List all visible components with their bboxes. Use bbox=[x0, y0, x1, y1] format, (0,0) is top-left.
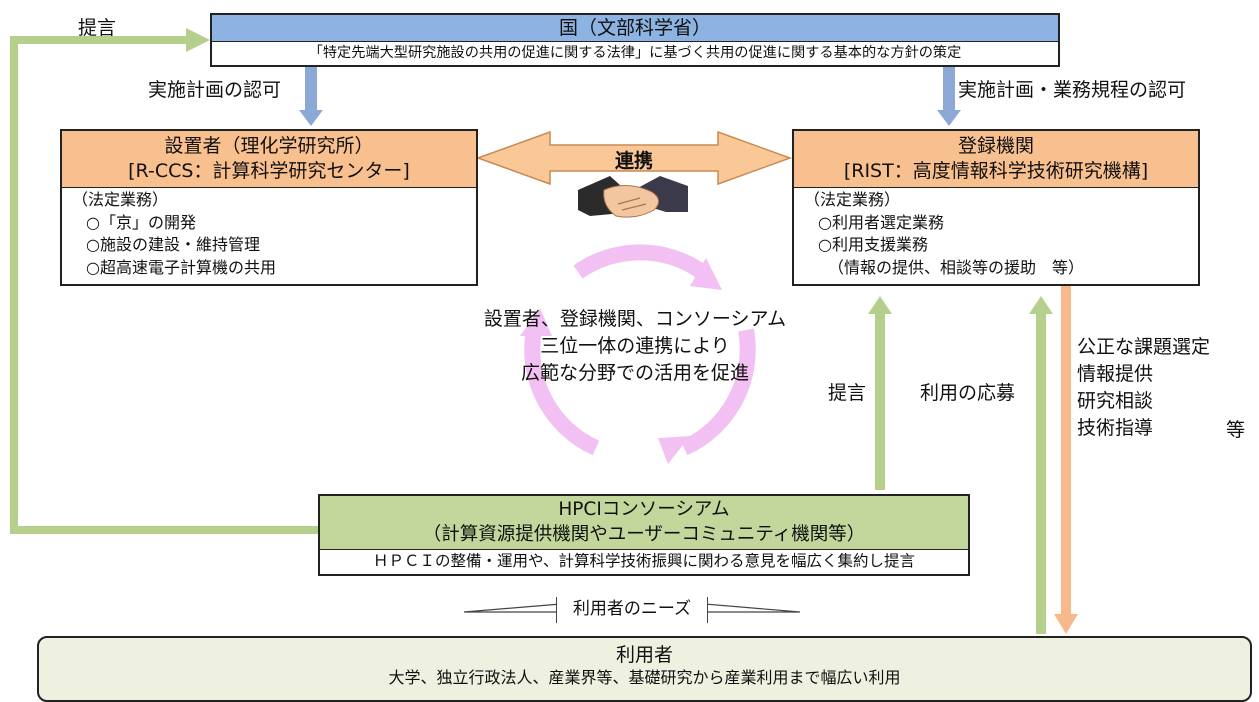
hpci-title: HPCIコンソーシアム bbox=[558, 499, 730, 520]
users-box: 利用者 大学、独立行政法人、産業界等、基礎研究から産業利用まで幅広い利用 bbox=[37, 636, 1252, 702]
right-org-item: （法定業務） bbox=[804, 190, 901, 209]
handshake-icon bbox=[578, 176, 688, 218]
approval-left-label: 実施計画の認可 bbox=[148, 79, 282, 101]
ministry-subtitle: 「特定先端大型研究施設の共用の促進に関する法律」に基づく共用の促進に関する基本的… bbox=[308, 45, 962, 61]
right-org-title: 登録機関 bbox=[957, 135, 1034, 157]
left-org-item: ○超高速電子計算機の共用 bbox=[86, 257, 276, 277]
blue-arrow-left-shaft bbox=[305, 65, 317, 113]
support-list: 公正な課題選定 情報提供 研究相談 技術指導 bbox=[1077, 334, 1210, 442]
hpci-subtitle: （計算資源提供機関やユーザーコミュニティ機関等） bbox=[422, 524, 866, 545]
orange-arrow-support-head bbox=[1054, 614, 1078, 634]
blue-arrow-right-head bbox=[937, 110, 961, 126]
ministry-box: 国（文部科学省） 「特定先端大型研究施設の共用の促進に関する法律」に基づく共用の… bbox=[210, 13, 1060, 67]
right-org-item: ○利用者選定業務 bbox=[818, 212, 944, 232]
users-title: 利用者 bbox=[615, 644, 673, 666]
left-org-item: ○「京」の開発 bbox=[86, 212, 196, 232]
needs-label: 利用者のニーズ bbox=[556, 597, 708, 623]
cycle-arrowheads bbox=[520, 258, 722, 464]
green-arrow-application-head bbox=[1029, 296, 1053, 314]
right-org-item: ○利用支援業務 bbox=[818, 235, 928, 254]
left-org-header: 設置者（理化学研究所） [R-CCS：計算科学研究センター] bbox=[62, 131, 476, 188]
ministry-title: 国（文部科学省） bbox=[212, 15, 1058, 42]
left-org-subtitle: [R-CCS：計算科学研究センター] bbox=[128, 160, 410, 182]
cycle-text-line: 三位一体の連携により bbox=[540, 335, 730, 357]
right-org-header: 登録機関 [RIST：高度情報科学技術研究機構] bbox=[794, 131, 1198, 188]
left-org-item: ○施設の建設・維持管理 bbox=[86, 235, 260, 254]
right-org-box: 登録機関 [RIST：高度情報科学技術研究機構] （法定業務） ○利用者選定業務… bbox=[792, 129, 1200, 286]
support-item: 情報提供 bbox=[1077, 363, 1154, 385]
approval-right-label: 実施計画・業務規程の認可 bbox=[958, 79, 1187, 101]
support-etc: 等 bbox=[1226, 419, 1246, 441]
blue-arrow-left-head bbox=[299, 110, 323, 126]
feedback-loop-arrowhead bbox=[186, 28, 210, 52]
green-arrow-application-shaft bbox=[1036, 312, 1046, 634]
hpci-consortium-box: HPCIコンソーシアム （計算資源提供機関やユーザーコミュニティ機関等） ＨＰＣ… bbox=[318, 494, 970, 576]
cycle-text-line: 広範な分野での活用を促進 bbox=[520, 362, 749, 384]
teigen-mid-label: 提言 bbox=[828, 382, 867, 404]
users-body: 大学、独立行政法人、産業界等、基礎研究から産業利用まで幅広い利用 bbox=[388, 668, 901, 687]
support-item: 研究相談 bbox=[1077, 390, 1154, 412]
left-org-title: 設置者（理化学研究所） bbox=[164, 135, 374, 157]
cycle-arrows bbox=[524, 244, 756, 456]
green-arrow-teigen-shaft bbox=[875, 312, 885, 490]
support-item: 技術指導 bbox=[1077, 417, 1154, 439]
left-org-item: （法定業務） bbox=[72, 190, 169, 209]
application-label: 利用の応募 bbox=[920, 382, 1016, 404]
hpci-header: HPCIコンソーシアム （計算資源提供機関やユーザーコミュニティ機関等） bbox=[320, 496, 968, 550]
teigen-top-label: 提言 bbox=[78, 17, 117, 39]
support-item: 公正な課題選定 bbox=[1077, 336, 1211, 358]
right-org-item: （情報の提供、相談等の援助 等） bbox=[828, 257, 1085, 277]
feedback-loop-arrow bbox=[10, 36, 320, 534]
green-arrow-teigen-head bbox=[868, 296, 892, 314]
blue-arrow-right-shaft bbox=[943, 65, 955, 113]
cycle-text-line: 設置者、登録機関、コンソーシアム bbox=[483, 308, 787, 330]
hpci-body: ＨＰＣＩの整備・運用や、計算科学技術振興に関わる意見を幅広く集約し提言 bbox=[372, 552, 916, 570]
cycle-text: 設置者、登録機関、コンソーシアム 三位一体の連携により 広範な分野での活用を促進 bbox=[455, 306, 815, 387]
orange-arrow-support-shaft bbox=[1061, 286, 1071, 616]
left-org-box: 設置者（理化学研究所） [R-CCS：計算科学研究センター] （法定業務） ○「… bbox=[60, 129, 478, 286]
renkei-label: 連携 bbox=[614, 150, 653, 172]
renkei-double-arrow bbox=[475, 130, 793, 186]
right-org-subtitle: [RIST：高度情報科学技術研究機構] bbox=[843, 160, 1149, 182]
